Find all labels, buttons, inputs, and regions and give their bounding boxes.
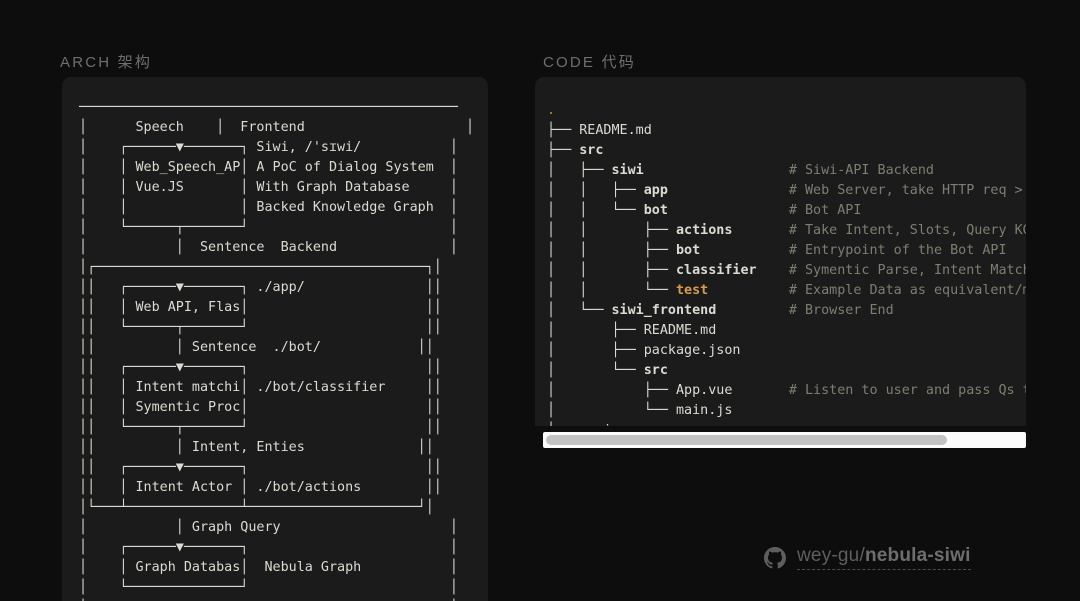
tree-item-name: test bbox=[676, 283, 708, 298]
tree-row: ├── README.md bbox=[547, 123, 652, 138]
tree-item-name: bot bbox=[676, 243, 700, 258]
tree-item-name: main.js bbox=[676, 403, 732, 418]
tree-item-name: App.vue bbox=[676, 383, 732, 398]
github-icon bbox=[764, 547, 786, 569]
code-panel: . ├── README.md ├── src │ ├── siwi # Siw… bbox=[535, 77, 1026, 426]
tree-row: │ ├── App.vue # Listen to user and pass … bbox=[547, 383, 1026, 398]
tree-item-comment: # Siwi-API Backend bbox=[789, 163, 934, 178]
code-file-tree: . ├── README.md ├── src │ ├── siwi # Siw… bbox=[547, 101, 1026, 426]
tree-row: │ │ ├── app # Web Server, take HTTP req … bbox=[547, 183, 1026, 198]
tree-item-name: classifier bbox=[676, 263, 757, 278]
tree-item-name: src bbox=[579, 143, 603, 158]
tree-row: │ └── main.js bbox=[547, 403, 732, 418]
repo-footer[interactable]: wey-gu/nebula-siwi bbox=[764, 545, 971, 570]
tree-item-name: app bbox=[644, 183, 668, 198]
tree-item-name: siwi_frontend bbox=[612, 303, 717, 318]
tree-row: │ ├── siwi # Siwi-API Backend bbox=[547, 163, 934, 178]
tree-row: │ │ └── test # Example Data as equivalen… bbox=[547, 283, 1026, 298]
code-section-title: CODE 代码 bbox=[543, 51, 636, 72]
arch-ascii-diagram: ────────────────────────────────────────… bbox=[71, 98, 474, 601]
code-horizontal-scrollbar[interactable] bbox=[543, 432, 1026, 448]
tree-row: │ └── src bbox=[547, 363, 668, 378]
tree-row: │ ├── README.md bbox=[547, 323, 716, 338]
tree-item-name: src bbox=[644, 363, 668, 378]
tree-item-comment: # Bot API bbox=[789, 203, 862, 218]
tree-item-name: package.json bbox=[644, 343, 741, 358]
tree-row: │ │ ├── classifier # Symentic Parse, Int… bbox=[547, 263, 1026, 278]
tree-item-name: wsgi.py bbox=[579, 423, 635, 426]
tree-row: │ └── siwi_frontend # Browser End bbox=[547, 303, 894, 318]
code-scroll-area[interactable]: . ├── README.md ├── src │ ├── siwi # Siw… bbox=[535, 77, 1026, 426]
arch-panel: ────────────────────────────────────────… bbox=[62, 77, 488, 601]
tree-item-name: README.md bbox=[644, 323, 717, 338]
tree-row: └── wsgi.py bbox=[547, 423, 636, 426]
tree-item-comment: # Symentic Parse, Intent Match, bbox=[789, 263, 1026, 278]
tree-row: ├── src bbox=[547, 143, 603, 158]
repo-title: nebula-siwi bbox=[865, 545, 971, 566]
tree-item-comment: # Example Data as equivalent/moc bbox=[789, 283, 1026, 298]
tree-row: │ │ ├── actions # Take Intent, Slots, Qu… bbox=[547, 223, 1026, 238]
tree-item-name: README.md bbox=[579, 123, 652, 138]
tree-root: . bbox=[547, 103, 555, 118]
arch-section-title: ARCH 架构 bbox=[60, 51, 152, 72]
repo-name-label[interactable]: wey-gu/nebula-siwi bbox=[797, 545, 971, 570]
tree-row: │ ├── package.json bbox=[547, 343, 741, 358]
tree-item-comment: # Take Intent, Slots, Query KG h bbox=[789, 223, 1026, 238]
scrollbar-thumb[interactable] bbox=[546, 435, 947, 445]
tree-item-name: actions bbox=[676, 223, 732, 238]
tree-item-comment: # Browser End bbox=[789, 303, 894, 318]
tree-item-comment: # Listen to user and pass Qs to bbox=[789, 383, 1026, 398]
tree-item-name: siwi bbox=[612, 163, 644, 178]
repo-owner: wey-gu/ bbox=[797, 545, 865, 566]
tree-item-comment: # Web Server, take HTTP req > ca bbox=[789, 183, 1026, 198]
tree-item-comment: # Entrypoint of the Bot API bbox=[789, 243, 1007, 258]
tree-row: │ │ └── bot # Bot API bbox=[547, 203, 861, 218]
tree-row: │ │ ├── bot # Entrypoint of the Bot API bbox=[547, 243, 1007, 258]
tree-item-name: bot bbox=[644, 203, 668, 218]
